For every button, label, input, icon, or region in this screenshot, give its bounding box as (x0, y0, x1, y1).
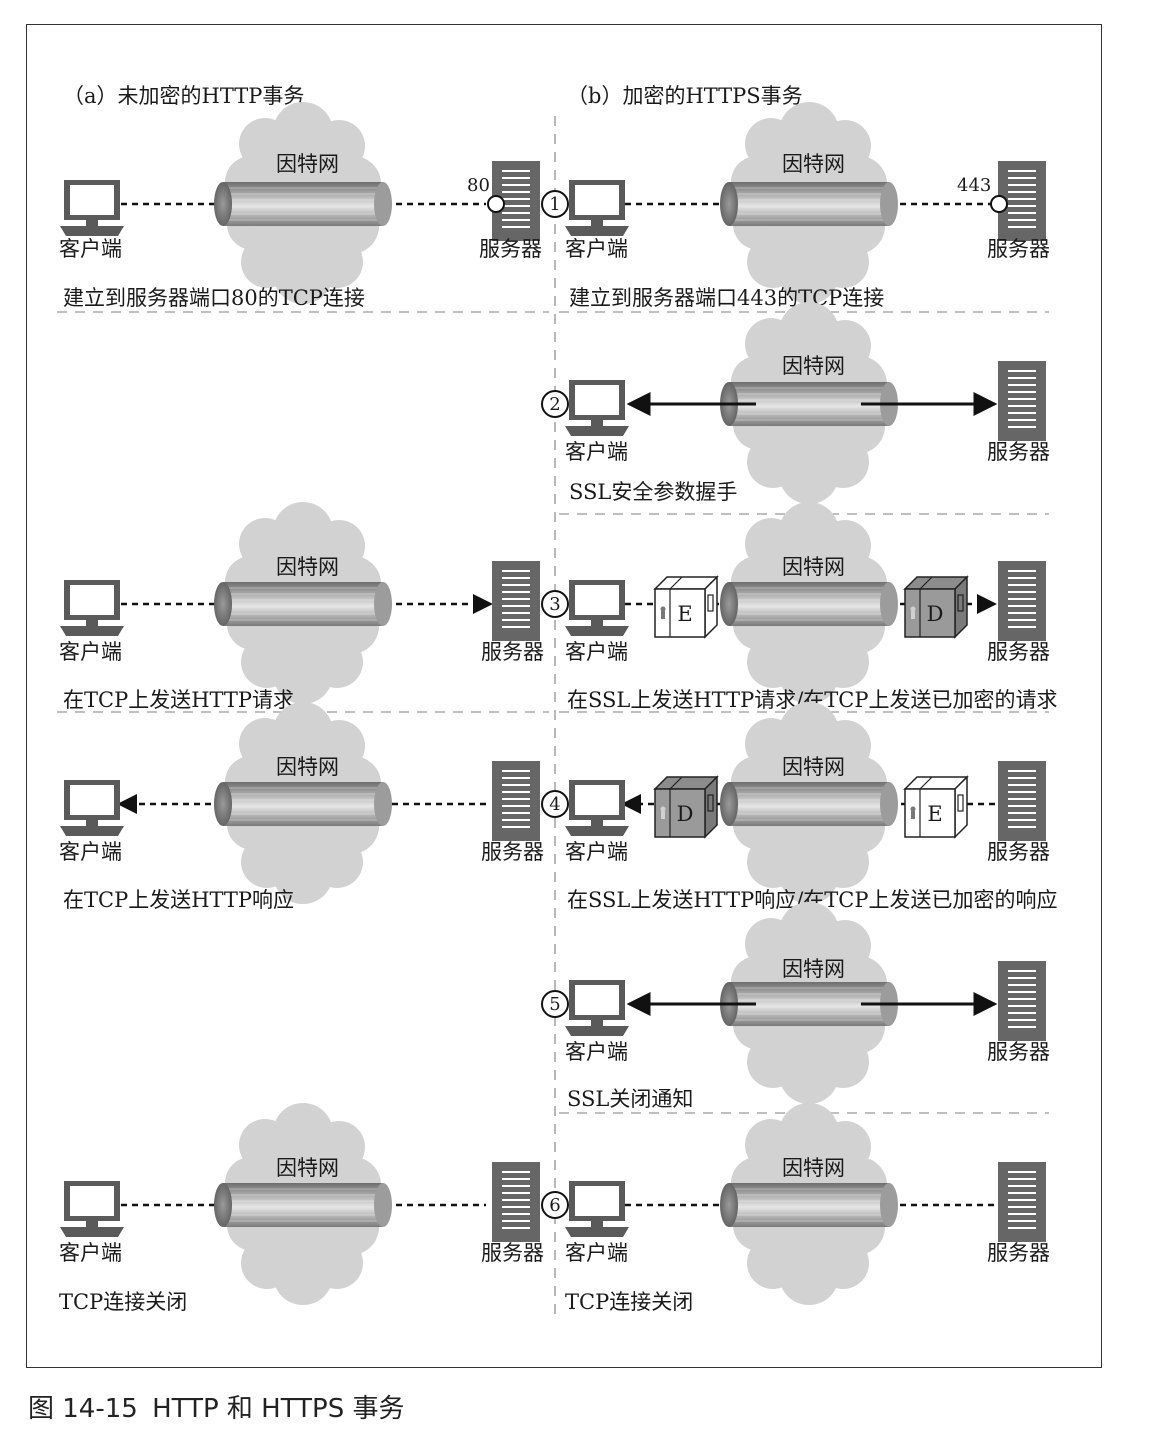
step-number: 4 (549, 794, 560, 815)
figure-number: 图 14-15 (28, 1394, 138, 1424)
step-number-badge (541, 590, 569, 618)
encrypt-box-label: E (677, 602, 692, 626)
internet-label: 因特网 (782, 1156, 845, 1180)
internet-label: 因特网 (782, 152, 845, 176)
step-number: 2 (549, 394, 560, 415)
internet-cloud-icon (719, 701, 899, 905)
server-label: 服务器 (987, 440, 1050, 464)
client-label: 客户端 (59, 237, 122, 261)
server-icon (997, 1161, 1047, 1243)
row-5: 因特网 客户端 服务器 5 SSL关闭通知 (541, 901, 1050, 1111)
server-label: 服务器 (987, 1040, 1050, 1064)
server-icon (997, 760, 1047, 842)
client-label: 客户端 (565, 237, 628, 261)
client-computer-icon (60, 580, 124, 636)
server-icon (997, 360, 1047, 442)
client-label: 客户端 (565, 1040, 628, 1064)
internet-label: 因特网 (782, 957, 845, 981)
client-label: 客户端 (59, 640, 122, 664)
decrypt-box-label: D (927, 602, 944, 626)
step-number-badge (541, 390, 569, 418)
internet-cloud-icon (719, 501, 899, 705)
step-6-right-caption: TCP连接关闭 (565, 1290, 693, 1314)
row-1: 因特网 客户端 服务器 80 建立到服务器端口80的TCP连接 因特网 客户端 … (59, 101, 1050, 310)
server-label: 服务器 (987, 640, 1050, 664)
row-6: 因特网 客户端 服务器 TCP连接关闭 因特网 客户端 服务器 6 TCP连接关… (59, 1102, 1050, 1314)
client-computer-icon (565, 780, 629, 836)
client-label: 客户端 (59, 840, 122, 864)
step-6-left-caption: TCP连接关闭 (59, 1290, 187, 1314)
step-2-right-caption: SSL安全参数握手 (569, 480, 737, 504)
server-label: 服务器 (987, 1241, 1050, 1265)
right-panel-header: （b）加密的HTTPS事务 (567, 84, 803, 108)
client-label: 客户端 (565, 1241, 628, 1265)
client-label: 客户端 (565, 640, 628, 664)
client-computer-icon (565, 980, 629, 1036)
port-icon (990, 195, 1008, 213)
internet-label: 因特网 (276, 755, 339, 779)
client-computer-icon (60, 780, 124, 836)
decrypt-box-label: D (677, 802, 694, 826)
client-computer-icon (565, 180, 629, 236)
client-computer-icon (60, 180, 124, 236)
encrypt-box-label: E (927, 802, 942, 826)
internet-cloud-icon (213, 1102, 393, 1306)
port-icon (487, 195, 505, 213)
server-icon (997, 960, 1047, 1042)
row-2: 因特网 客户端 服务器 2 SSL安全参数握手 (541, 301, 1050, 505)
internet-cloud-icon (213, 101, 393, 305)
row-4: 因特网 客户端 服务器 在TCP上发送HTTP响应 因特网 D E 客户端 服务… (59, 701, 1057, 912)
step-number-badge (541, 1191, 569, 1219)
step-number: 5 (549, 994, 560, 1015)
client-computer-icon (565, 580, 629, 636)
step-number: 6 (549, 1195, 560, 1216)
internet-cloud-icon (213, 501, 393, 705)
client-computer-icon (60, 1181, 124, 1237)
client-label: 客户端 (565, 840, 628, 864)
server-label: 服务器 (479, 237, 542, 261)
step-1-right-caption: 建立到服务器端口443的TCP连接 (569, 286, 884, 310)
figure-caption: 图 14-15 HTTP 和 HTTPS 事务 (28, 1388, 410, 1425)
step-1-left-caption: 建立到服务器端口80的TCP连接 (63, 286, 365, 310)
port-label: 80 (467, 175, 490, 196)
server-icon (491, 1161, 541, 1243)
diagram-canvas: （a）未加密的HTTP事务 （b）加密的HTTPS事务 因特网 客户端 服务器 … (57, 84, 1057, 1316)
internet-cloud-icon (719, 1102, 899, 1306)
port-label: 443 (957, 175, 991, 196)
row-3: 因特网 客户端 服务器 在TCP上发送HTTP请求 因特网 E D 客户端 服务… (59, 501, 1057, 712)
internet-label: 因特网 (782, 354, 845, 378)
server-icon (997, 560, 1047, 642)
server-icon (491, 560, 541, 642)
step-number-badge (541, 990, 569, 1018)
server-label: 服务器 (987, 237, 1050, 261)
figure-title: HTTP 和 HTTPS 事务 (152, 1394, 405, 1424)
internet-label: 因特网 (276, 555, 339, 579)
internet-label: 因特网 (276, 152, 339, 176)
step-number: 1 (549, 194, 560, 215)
internet-cloud-icon (719, 101, 899, 305)
step-4-left-caption: 在TCP上发送HTTP响应 (63, 888, 294, 912)
left-panel-header: （a）未加密的HTTP事务 (63, 84, 304, 108)
client-label: 客户端 (565, 440, 628, 464)
step-5-right-caption: SSL关闭通知 (567, 1087, 693, 1111)
row-separators (57, 311, 1049, 1114)
step-number: 3 (549, 594, 560, 615)
internet-label: 因特网 (782, 555, 845, 579)
step-number-badge (541, 790, 569, 818)
server-icon (491, 760, 541, 842)
internet-label: 因特网 (276, 1156, 339, 1180)
client-label: 客户端 (59, 1241, 122, 1265)
figure-frame: （a）未加密的HTTP事务 （b）加密的HTTPS事务 因特网 客户端 服务器 … (26, 24, 1102, 1368)
client-computer-icon (565, 1181, 629, 1237)
client-computer-icon (565, 380, 629, 436)
step-number-badge (541, 190, 569, 218)
server-label: 服务器 (481, 1241, 544, 1265)
step-3-left-caption: 在TCP上发送HTTP请求 (63, 688, 294, 712)
internet-cloud-icon (213, 701, 393, 905)
internet-label: 因特网 (782, 755, 845, 779)
server-label: 服务器 (987, 840, 1050, 864)
server-label: 服务器 (481, 840, 544, 864)
server-label: 服务器 (481, 640, 544, 664)
